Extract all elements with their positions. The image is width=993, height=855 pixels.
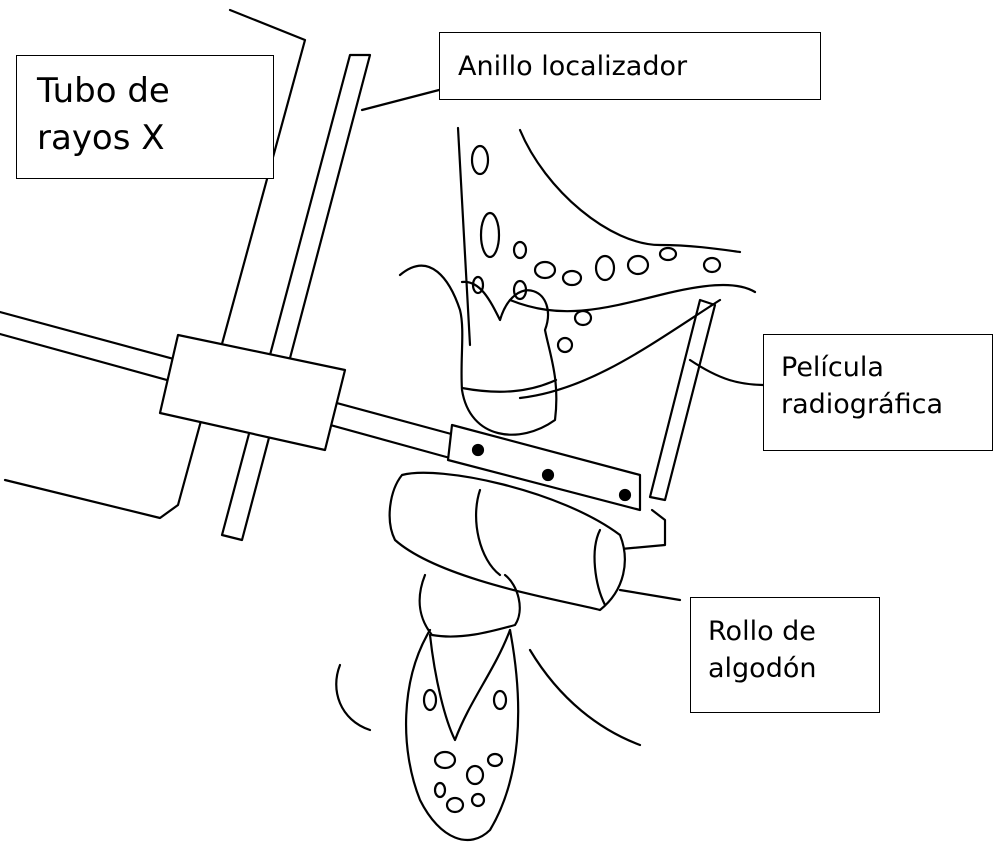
radiographic-film — [610, 300, 765, 550]
maxilla-bone — [458, 128, 755, 398]
label-cotton-roll-line2: algodón — [708, 650, 879, 687]
rod-clamp — [160, 335, 345, 450]
label-xray-tube: Tubo de rayos X — [16, 55, 274, 179]
label-cotton-roll-line1: Rollo de — [708, 613, 879, 650]
label-xray-tube-line1: Tubo de — [37, 68, 273, 115]
upper-molar — [400, 266, 556, 435]
label-xray-tube-line2: rayos X — [37, 115, 273, 162]
leader-line-anillo — [362, 90, 439, 110]
lower-tooth — [420, 575, 520, 740]
label-radiographic-film: Película radiográfica — [763, 334, 993, 451]
label-locator-ring: Anillo localizador — [439, 32, 821, 100]
label-cotton-roll: Rollo de algodón — [690, 597, 880, 713]
label-film-line1: Película — [781, 349, 992, 386]
label-locator-ring-text: Anillo localizador — [458, 48, 820, 85]
label-film-line2: radiográfica — [781, 386, 992, 423]
mandible-bone — [336, 630, 640, 840]
